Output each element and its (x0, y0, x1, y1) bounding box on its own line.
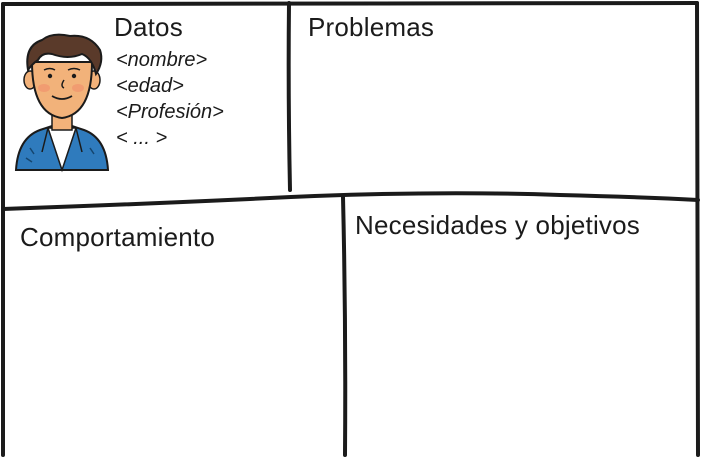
frame-right (695, 1, 700, 457)
section-title-problemas: Problemas (308, 12, 435, 42)
avatar-face (30, 61, 94, 120)
field-nombre: <nombre> (116, 49, 208, 71)
bottom-vertical-divider (341, 195, 348, 457)
persona-avatar-icon (14, 33, 110, 173)
field-profesion: <Profesión> (116, 101, 224, 123)
middle-horizontal-divider (1, 191, 700, 211)
section-title-comportamiento: Comportamiento (20, 222, 215, 252)
frame-top (1, 1, 699, 6)
field-edad: <edad> (116, 75, 184, 97)
field-otros: < ... > (116, 127, 168, 149)
top-vertical-divider (286, 1, 292, 192)
avatar-hair (26, 33, 103, 77)
section-title-datos: Datos (114, 12, 183, 42)
section-title-necesidades: Necesidades y objetivos (355, 210, 640, 240)
